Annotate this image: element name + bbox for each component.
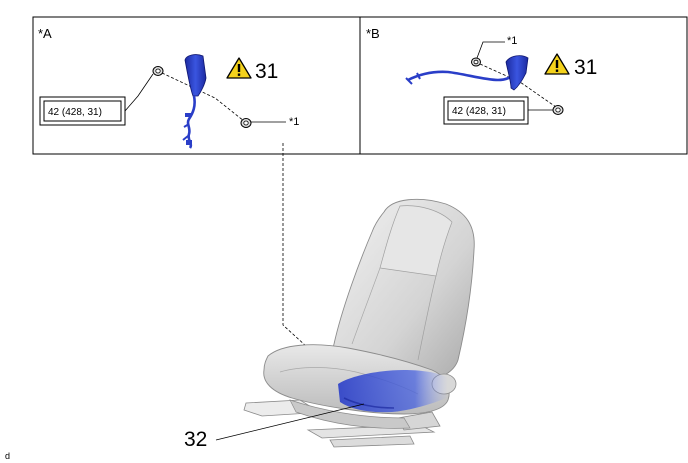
panel-a: *A 42 (428, 31) 31 xyxy=(38,26,299,149)
warning-triangle-icon xyxy=(226,57,252,79)
seat-belt-buckle-a xyxy=(182,54,207,149)
bolt-icon xyxy=(240,118,252,128)
torque-box-a: 42 (428, 31) xyxy=(39,96,126,126)
seat-lower-trim xyxy=(289,399,411,429)
torque-box-b: 42 (428, 31) xyxy=(443,96,529,125)
bolt-icon xyxy=(471,57,481,67)
corner-mark: d xyxy=(5,451,10,461)
note-b: *1 xyxy=(507,35,517,47)
torque-value-b: 42 (428, 31) xyxy=(452,106,506,117)
torque-value-a: 42 (428, 31) xyxy=(48,107,102,118)
cable-clip xyxy=(405,72,421,85)
callout-31-a: 31 xyxy=(255,60,278,83)
note-leader-b xyxy=(476,41,505,59)
callout-32-leader xyxy=(215,403,365,441)
panel-b-label: *B xyxy=(366,26,380,41)
panel-b: *B *1 31 xyxy=(366,26,597,125)
callout-32: 32 xyxy=(184,428,207,451)
dash-connector xyxy=(282,143,307,347)
seat-belt-buckle-b xyxy=(505,55,529,91)
buckle-cable-b xyxy=(407,70,516,82)
warning-triangle-icon xyxy=(544,53,570,75)
panel-a-label: *A xyxy=(38,26,52,41)
seat-wire-harness xyxy=(338,370,448,413)
torque-leader-a xyxy=(124,73,154,112)
bolt-icon xyxy=(552,105,564,115)
seat-illustration xyxy=(243,198,475,448)
seat-backrest-panel xyxy=(379,205,453,277)
bolt-icon xyxy=(152,66,164,76)
detail-panels xyxy=(32,16,688,155)
callout-31-b: 31 xyxy=(574,56,597,79)
note-a: *1 xyxy=(289,116,299,128)
